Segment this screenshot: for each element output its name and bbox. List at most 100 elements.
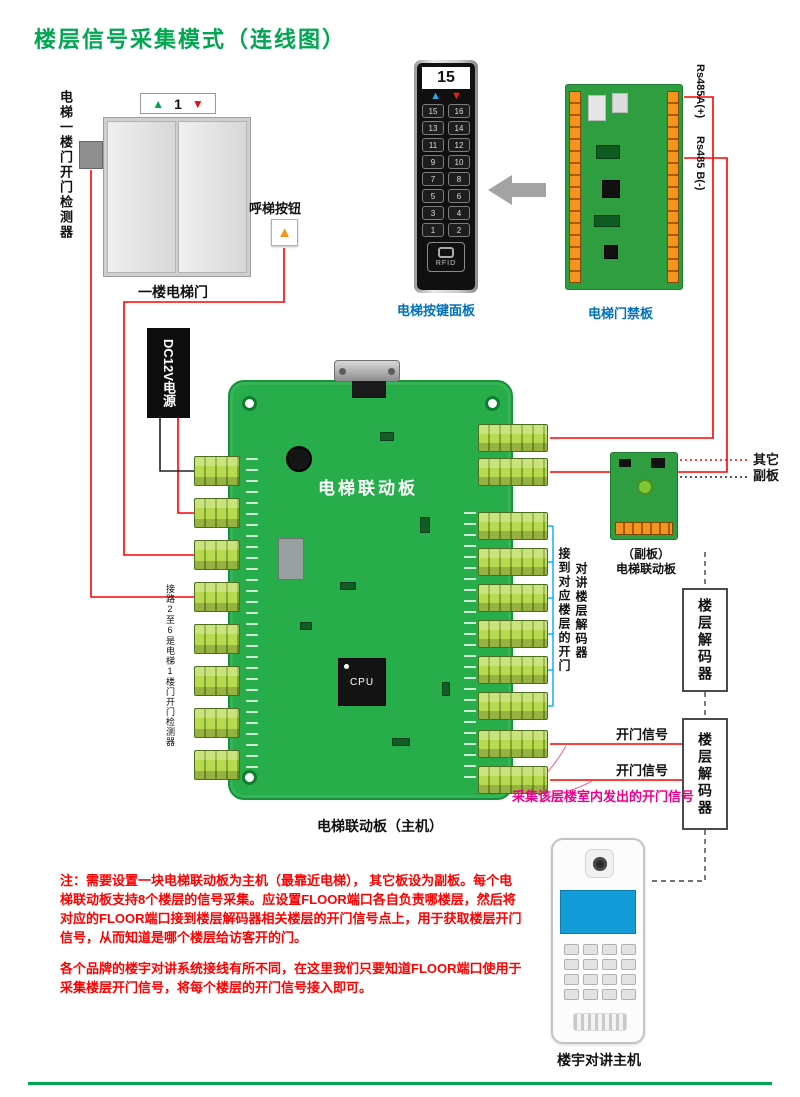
intercom-key (564, 989, 579, 1000)
intercom-key (564, 959, 579, 970)
panel-button-7: 7 (422, 172, 444, 186)
footnote-paragraph-2: 各个品牌的楼宇对讲系统接线有所不同，在这里我们只要知道FLOOR端口使用于采集楼… (60, 961, 522, 996)
panel-button-3: 3 (422, 206, 444, 220)
panel-button-1: 1 (422, 223, 444, 237)
footnotes: 注：需要设置一块电梯联动板为主机（最靠近电梯）， 其它板设为副板。每个电梯联动板… (60, 872, 524, 1011)
other-boards-label-line1: 其它 (753, 452, 780, 467)
silkscreen-labels (246, 458, 258, 768)
panel-button-5: 5 (422, 189, 444, 203)
left-terminal-3 (194, 540, 240, 570)
main-board-caption: 电梯联动板（主机） (317, 818, 443, 834)
camera-housing (585, 849, 614, 878)
component-inductor (637, 479, 653, 495)
left-terminal-5 (194, 624, 240, 654)
cpu-chip: CPU (338, 658, 386, 706)
sub-board-terminals (615, 522, 673, 535)
access-control-board (565, 84, 683, 290)
mounting-hole (242, 770, 257, 785)
main-board-name: 电梯联动板 (318, 479, 418, 498)
sub-linkage-board (610, 452, 678, 540)
intercom-key (621, 944, 636, 955)
panel-button-9: 9 (422, 155, 444, 169)
dc12v-power-label: DC12V电源 (147, 328, 190, 418)
right-terminal-8 (478, 692, 548, 720)
page-title: 楼层信号采集模式（连线图） (34, 27, 347, 52)
bottom-divider (28, 1082, 772, 1085)
call-button-label: 呼梯按钮 (249, 201, 302, 216)
access-board-left-terminals (569, 91, 581, 283)
door-right-panel (178, 121, 247, 273)
panel-button-12: 12 (448, 138, 470, 152)
intercom-key (583, 959, 598, 970)
indicator-floor-number: 1 (174, 95, 182, 112)
left-terminal-6 (194, 666, 240, 696)
other-boards-label-line2: 副板 (753, 468, 780, 483)
intercom-key (583, 974, 598, 985)
intercom-key (583, 989, 598, 1000)
door-left-panel (107, 121, 176, 273)
mounting-hole (242, 396, 257, 411)
floor-indicator: ▲ 1 ▼ (140, 93, 216, 114)
access-board-caption: 电梯门禁板 (588, 306, 654, 321)
panel-button-10: 10 (448, 155, 470, 169)
component-chip (392, 738, 410, 746)
floor-decoder-top-label: 楼层解码器 (697, 597, 713, 683)
component-chip (442, 682, 450, 696)
right-terminal-3 (478, 512, 548, 540)
left-terminal-8 (194, 750, 240, 780)
panel-button-14: 14 (448, 121, 470, 135)
panel-button-15: 15 (422, 104, 444, 118)
rfid-icon (438, 247, 454, 258)
intercom-key (621, 959, 636, 970)
intercom-key (564, 944, 579, 955)
intercom-caption: 楼宇对讲主机 (557, 1052, 641, 1068)
mounting-hole (485, 396, 500, 411)
component-capacitor (286, 446, 312, 472)
button-panel-caption: 电梯按键面板 (397, 303, 476, 318)
component-chip (420, 517, 430, 533)
rs485-a-label: Rs485A(+) (694, 64, 706, 119)
component-relay (278, 538, 304, 580)
right-terminal-10 (478, 766, 548, 794)
left-wiring-note: 接路2至6是电梯1楼门开门检测器 (165, 584, 175, 747)
call-button-triangle-icon: ▲ (277, 224, 292, 241)
floor-decoder-bottom-label: 楼层解码器 (697, 731, 713, 817)
left-terminal-1 (194, 456, 240, 486)
camera-icon (593, 857, 607, 871)
component-chip (380, 432, 394, 441)
component-chip (612, 93, 628, 113)
panel-down-icon: ▼ (451, 90, 462, 102)
component-chip (588, 95, 606, 121)
speaker-grille (573, 1013, 627, 1031)
intercom-key (621, 989, 636, 1000)
silkscreen-labels (464, 512, 476, 782)
right-terminal-5 (478, 584, 548, 612)
open-signal-label-1: 开门信号 (616, 727, 669, 742)
intercom-key (621, 974, 636, 985)
elevator-door-caption: 一楼电梯门 (138, 284, 208, 300)
floor-display: 15 (422, 67, 470, 89)
door-detector (79, 141, 103, 169)
right-wiring-note-col1: 接到对应楼层的开门 (557, 547, 571, 673)
component-chip (596, 145, 620, 159)
right-terminal-6 (478, 620, 548, 648)
left-terminal-7 (194, 708, 240, 738)
cpu-label: CPU (349, 676, 375, 688)
indicator-down-icon: ▼ (191, 96, 204, 111)
panel-button-4: 4 (448, 206, 470, 220)
intercom-key (602, 959, 617, 970)
component-chip (602, 180, 620, 198)
collect-signal-note: 采集该层楼室内发出的开门信号 (512, 789, 695, 804)
panel-button-8: 8 (448, 172, 470, 186)
rfid-reader: RFID (427, 242, 465, 272)
sub-board-caption-line2: 电梯联动板 (615, 562, 676, 576)
door-detector-label: 电梯一楼门开门检测器 (58, 90, 73, 240)
panel-nav-row: ▲ ▼ (430, 91, 462, 102)
panel-button-6: 6 (448, 189, 470, 203)
right-terminal-2 (478, 458, 548, 486)
panel-button-13: 13 (422, 121, 444, 135)
